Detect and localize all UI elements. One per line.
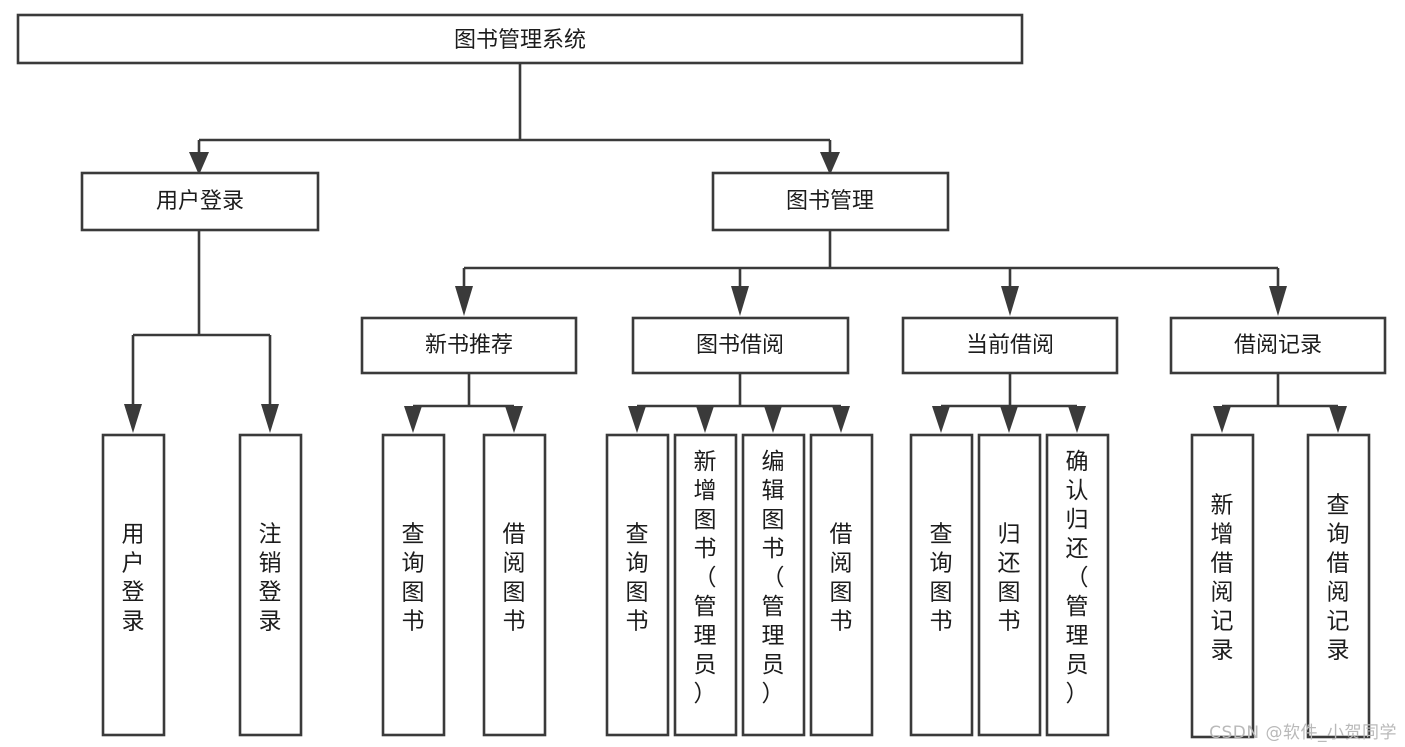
- arrow-leaf-user-logout: [261, 404, 279, 433]
- node-current-borrow[interactable]: 当前借阅: [901, 316, 1119, 375]
- node-borrow-record[interactable]: 借阅记录: [1169, 316, 1387, 375]
- leaf-borrow-book-2-label: 借阅图书: [830, 522, 853, 635]
- node-borrow-record-box: [1169, 316, 1387, 375]
- leaf-query-book-2[interactable]: 查询图书: [605, 433, 670, 737]
- leaf-borrow-book-1[interactable]: 借阅图书: [482, 433, 547, 737]
- leaf-query-book-1-box: [381, 433, 446, 737]
- arrow-leaf-borrow-book-1: [505, 406, 523, 433]
- connector-layer: [124, 63, 1347, 433]
- leaf-query-book-3-box: [909, 433, 974, 737]
- node-user-login[interactable]: 用户登录: [80, 171, 320, 232]
- leaf-borrow-book-1-box: [482, 433, 547, 737]
- arrow-borrow-record: [1269, 286, 1287, 316]
- arrow-leaf-user-login: [124, 404, 142, 433]
- leaf-confirm-return[interactable]: 确认归还（管理员）: [1045, 433, 1110, 737]
- arrow-leaf-query-record: [1329, 406, 1347, 433]
- node-book-manage[interactable]: 图书管理: [711, 171, 950, 232]
- leaf-query-record-box: [1306, 433, 1371, 739]
- leaf-add-record[interactable]: 新增借阅记录: [1190, 433, 1255, 739]
- node-book-borrow-box: [631, 316, 850, 375]
- node-book-borrow-label: 图书借阅: [696, 333, 784, 358]
- leaf-confirm-return-label: 确认归还（管理员）: [1066, 449, 1089, 707]
- leaf-query-book-1[interactable]: 查询图书: [381, 433, 446, 737]
- leaf-add-book-label: 新增图书（管理员）: [694, 449, 717, 707]
- arrow-leaf-borrow-book-2: [832, 406, 850, 433]
- leaf-edit-book-box: [741, 433, 806, 737]
- node-root[interactable]: 图书管理系统: [16, 13, 1024, 65]
- leaf-add-record-label: 新增借阅记录: [1211, 493, 1234, 664]
- node-new-book-recommend[interactable]: 新书推荐: [360, 316, 578, 375]
- arrow-new-book-recommend: [455, 286, 473, 316]
- leaf-user-login[interactable]: 用户登录: [101, 433, 166, 737]
- arrow-leaf-query-book-3: [932, 406, 950, 433]
- node-new-book-recommend-box: [360, 316, 578, 375]
- arrow-book-borrow: [731, 286, 749, 316]
- leaf-add-book[interactable]: 新增图书（管理员）: [673, 433, 738, 737]
- arrow-leaf-query-book-1: [404, 406, 422, 433]
- arrow-leaf-edit-book: [764, 406, 782, 433]
- leaf-query-record-label: 查询借阅记录: [1327, 493, 1350, 664]
- node-current-borrow-label: 当前借阅: [966, 333, 1054, 358]
- arrow-to-book-manage: [820, 152, 840, 175]
- leaf-user-login-label: 用户登录: [122, 522, 145, 635]
- leaf-borrow-book-2[interactable]: 借阅图书: [809, 433, 874, 737]
- arrow-leaf-add-record: [1213, 406, 1231, 433]
- leaf-edit-book-label: 编辑图书（管理员）: [762, 449, 785, 707]
- leaf-user-login-box: [101, 433, 166, 737]
- node-root-label: 图书管理系统: [454, 28, 586, 53]
- leaf-query-book-3[interactable]: 查询图书: [909, 433, 974, 737]
- leaf-query-record[interactable]: 查询借阅记录: [1306, 433, 1371, 739]
- arrow-leaf-add-book: [696, 406, 714, 433]
- arrow-leaf-query-book-2: [628, 406, 646, 433]
- leaf-add-record-box: [1190, 433, 1255, 739]
- arrow-leaf-return-book: [1000, 406, 1018, 433]
- leaf-query-book-2-label: 查询图书: [626, 522, 649, 635]
- leaf-borrow-book-2-box: [809, 433, 874, 737]
- leaf-query-book-3-label: 查询图书: [930, 522, 953, 635]
- leaf-query-book-2-box: [605, 433, 670, 737]
- leaf-add-book-box: [673, 433, 738, 737]
- arrow-to-user-login: [189, 152, 209, 175]
- arrow-leaf-confirm-return: [1068, 406, 1086, 433]
- leaf-user-logout-box: [238, 433, 303, 737]
- node-user-login-box: [80, 171, 320, 232]
- leaf-user-logout[interactable]: 注销登录: [238, 433, 303, 737]
- node-book-borrow[interactable]: 图书借阅: [631, 316, 850, 375]
- arrow-current-borrow: [1001, 286, 1019, 316]
- node-current-borrow-box: [901, 316, 1119, 375]
- node-borrow-record-label: 借阅记录: [1234, 333, 1322, 358]
- node-book-manage-box: [711, 171, 950, 232]
- leaf-confirm-return-box: [1045, 433, 1110, 737]
- leaf-query-book-1-label: 查询图书: [402, 522, 425, 635]
- leaf-user-logout-label: 注销登录: [259, 522, 282, 635]
- leaf-edit-book[interactable]: 编辑图书（管理员）: [741, 433, 806, 737]
- leaf-return-book-box: [977, 433, 1042, 737]
- leaf-borrow-book-1-label: 借阅图书: [503, 522, 526, 635]
- node-book-manage-label: 图书管理: [786, 189, 874, 214]
- node-user-login-label: 用户登录: [156, 189, 244, 214]
- node-new-book-recommend-label: 新书推荐: [425, 333, 513, 358]
- node-root-box: [16, 13, 1024, 65]
- leaf-return-book[interactable]: 归还图书: [977, 433, 1042, 737]
- leaf-return-book-label: 归还图书: [998, 522, 1021, 635]
